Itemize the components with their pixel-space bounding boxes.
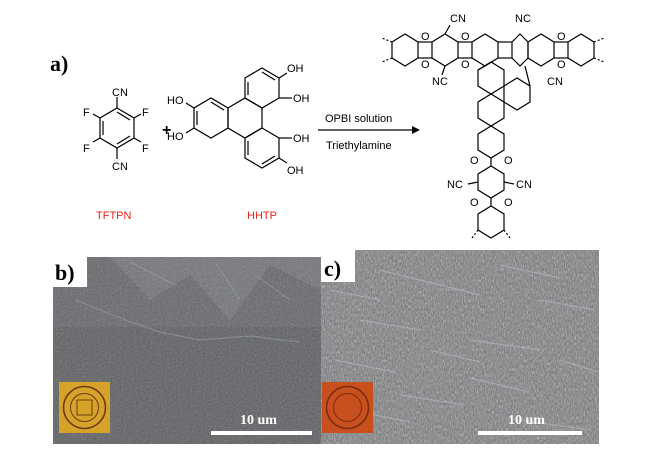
product-structure: O O O O CN NC O O NC CN O O O — [381, 13, 605, 239]
atom-nc: NC — [432, 76, 448, 88]
atom-oh: OH — [293, 133, 310, 145]
panel-c-label-bg — [321, 250, 355, 282]
atom-o: O — [461, 31, 470, 43]
seal-b — [59, 382, 110, 433]
tftpn-structure: CN CN F F F F — [83, 87, 149, 173]
panel-c-label: c) — [324, 256, 341, 281]
atom-cn: CN — [112, 161, 128, 173]
hhtp-structure: OH OH HO HO OH OH — [167, 63, 310, 177]
atom-f: F — [142, 143, 149, 155]
panel-b-label: b) — [55, 260, 75, 285]
atom-ho: HO — [167, 131, 184, 143]
atom-cn: CN — [547, 76, 563, 88]
panel-a-label: a) — [50, 51, 68, 76]
atom-o: O — [421, 31, 430, 43]
hhtp-name: HHTP — [247, 210, 277, 222]
atom-f: F — [83, 107, 90, 119]
scale-bar-b-label: 10 um — [240, 413, 277, 428]
sem-image-b: b) 10 um — [53, 257, 321, 444]
condition-base: Triethylamine — [326, 140, 392, 152]
atom-oh: OH — [293, 93, 310, 105]
atom-oh: OH — [287, 63, 304, 75]
atom-nc: NC — [447, 179, 463, 191]
atom-cn: CN — [516, 179, 532, 191]
atom-o: O — [421, 59, 430, 71]
atom-ho: HO — [167, 95, 184, 107]
condition-solvent: OPBI solution — [325, 113, 392, 125]
atom-cn: CN — [112, 87, 128, 99]
plus-sign: + — [162, 122, 171, 139]
atom-f: F — [142, 107, 149, 119]
seal-b-emblem-icon — [62, 385, 107, 430]
scale-bar-c-label: 10 um — [508, 413, 545, 428]
atom-f: F — [83, 143, 90, 155]
atom-o: O — [470, 197, 479, 209]
panel-b-label-bg — [53, 257, 87, 287]
seal-c-emblem-icon — [325, 385, 370, 430]
atom-cn: CN — [450, 13, 466, 25]
tftpn-name: TFTPN — [96, 210, 131, 222]
atom-o: O — [557, 59, 566, 71]
seal-c — [322, 382, 373, 433]
atom-cn: NC — [515, 13, 531, 25]
atom-o: O — [461, 59, 470, 71]
atom-o: O — [557, 31, 566, 43]
atom-o: O — [504, 197, 513, 209]
atom-o: O — [504, 155, 513, 167]
atom-oh: OH — [287, 165, 304, 177]
reaction-arrow — [318, 126, 420, 134]
sem-image-c: c) 10 um — [321, 250, 599, 444]
atom-o: O — [470, 155, 479, 167]
